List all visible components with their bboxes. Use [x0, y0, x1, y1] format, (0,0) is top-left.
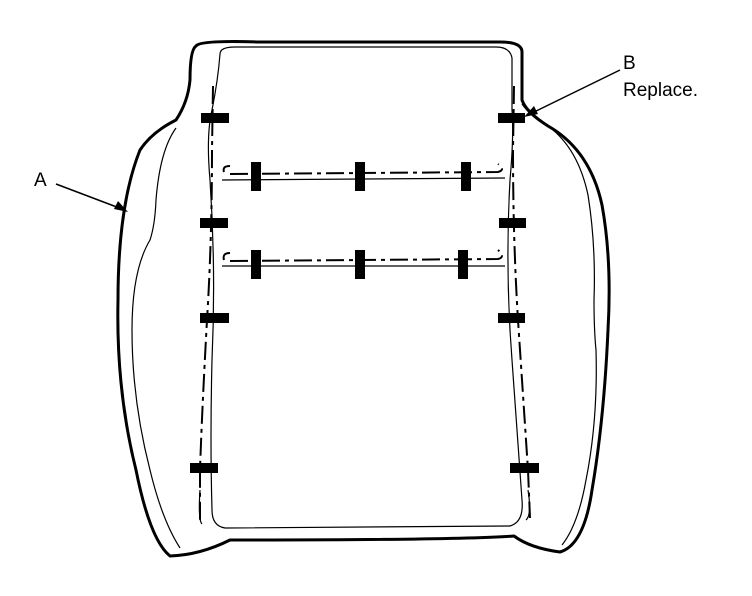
callout-a-leader	[55, 183, 123, 210]
lower-horizontal-wire	[222, 249, 503, 262]
right-bolster-seam	[521, 103, 597, 546]
hog-ring	[458, 250, 468, 279]
upper-horizontal-wire	[222, 163, 503, 175]
callout-b-note: Replace.	[623, 80, 698, 101]
left-wire-hook	[198, 489, 203, 525]
left-bolster-seam	[131, 127, 181, 549]
hog-ring	[251, 162, 261, 191]
hog-ring	[251, 250, 261, 279]
callout-a-label: A	[34, 170, 47, 191]
right-wire-hook	[525, 489, 531, 521]
hog-ring	[200, 218, 228, 228]
callout-b-arrowhead	[524, 106, 538, 117]
hog-ring	[355, 162, 365, 191]
callout-b-label: B	[623, 53, 636, 74]
hog-ring	[510, 463, 539, 473]
hog-ring	[461, 162, 471, 191]
hog-ring	[498, 313, 525, 323]
top-panel-seam	[207, 46, 523, 529]
hog-ring	[200, 313, 229, 323]
callout-b-leader	[529, 69, 621, 115]
hog-ring	[498, 113, 525, 123]
hog-ring	[499, 218, 526, 228]
callout-a-arrowhead	[114, 201, 128, 212]
hog-ring	[201, 113, 229, 123]
hog-ring	[355, 250, 365, 279]
hog-ring	[190, 463, 218, 473]
